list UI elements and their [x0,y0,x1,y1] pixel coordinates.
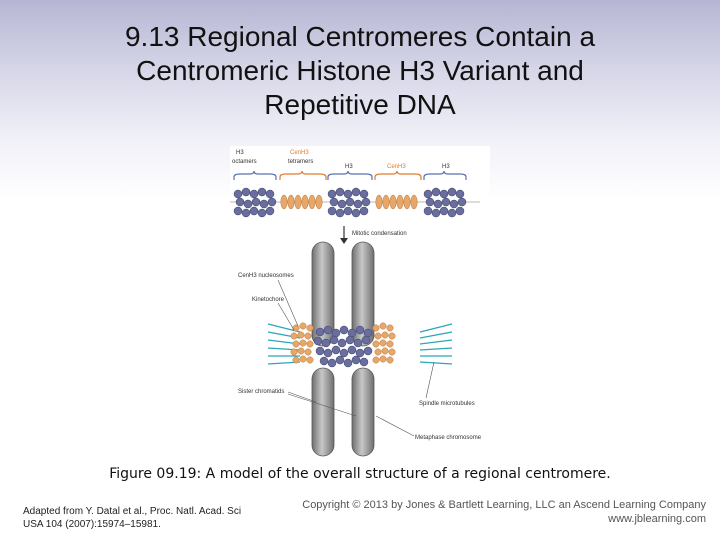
label-mitotic-condensation: Mitotic condensation [352,231,407,237]
slide-title-line-1: 9.13 Regional Centromeres Contain a [124,21,596,52]
leader-sister-chromatid-2 [287,393,357,417]
chromatid-right-upper [351,241,375,347]
leader-metaphase-chromosome [375,415,415,437]
nucleosome-brackets [233,170,467,180]
chromatin-fiber [230,187,480,218]
label-metaphase-chromosome: Metaphase chromosome [415,435,482,441]
leader-spindle-microtubules [425,361,435,399]
label-h3-right: H3 [442,164,450,170]
bracket-h3-1 [233,170,277,180]
source-credit-line-1: Adapted from Y. Datal et al., Proc. Natl… [23,506,242,517]
cenh3-nucleosome-row-2 [375,194,418,210]
h3-nucleosome-cluster-1 [233,187,277,218]
kinetochore-cenh3-left [290,322,314,364]
label-octamers: octamers [232,159,257,165]
copyright-notice: Copyright © 2013 by Jones & Bartlett Lea… [302,498,706,526]
centromere-h3-nucleosomes [313,325,373,368]
leader-kinetochore [277,302,295,331]
mitotic-condensation-arrow [340,226,348,244]
chromatid-right-lower [351,367,375,457]
label-h3-octamers-h3: H3 [236,150,244,156]
label-kinetochore: Kinetochore [252,297,285,303]
source-credit: Adapted from Y. Datal et al., Proc. Natl… [23,505,283,531]
bracket-cenh3-2 [374,170,422,180]
label-cenh3-tetramers-cenh3: CenH3 [290,150,309,156]
chromatid-left-lower [311,367,335,457]
kinetochore-cenh3-right [372,322,396,364]
cenh3-nucleosome-row-1 [280,194,323,210]
leader-sister-chromatid-1 [287,391,317,403]
slide-title: 9.13 Regional Centromeres Contain a Cent… [40,20,680,122]
label-cenh3-nucleosomes: CenH3 nucleosomes [238,273,294,279]
centromere-diagram: H3 octamers CenH3 tetramers H3 CenH3 H3 [230,146,490,460]
bracket-cenh3-1 [279,170,327,180]
sister-chromatids [311,241,375,457]
copyright-line-1: Copyright © 2013 by Jones & Bartlett Lea… [302,499,706,511]
figure-caption: Figure 09.19: A model of the overall str… [109,466,611,482]
slide-title-line-2: Centromeric Histone H3 Variant and [136,55,584,86]
bracket-h3-3 [423,170,467,180]
bracket-h3-2 [327,170,373,180]
leader-cenh3-nucleosomes [277,279,299,327]
h3-nucleosome-cluster-2 [327,187,371,218]
copyright-url: www.jblearning.com [608,513,706,525]
label-cenh3-right: CenH3 [387,164,406,170]
label-h3-middle: H3 [345,164,353,170]
centromere-figure: H3 octamers CenH3 tetramers H3 CenH3 H3 [230,146,490,460]
label-sister-chromatids: Sister chromatids [238,389,284,395]
slide-title-line-3: Repetitive DNA [264,89,456,120]
spindle-microtubules [267,323,453,365]
label-spindle-microtubules: Spindle microtubules [419,401,475,407]
h3-nucleosome-cluster-3 [423,187,467,218]
label-tetramers: tetramers [288,159,313,165]
source-credit-line-2: USA 104 (2007):15974–15981. [23,519,161,530]
